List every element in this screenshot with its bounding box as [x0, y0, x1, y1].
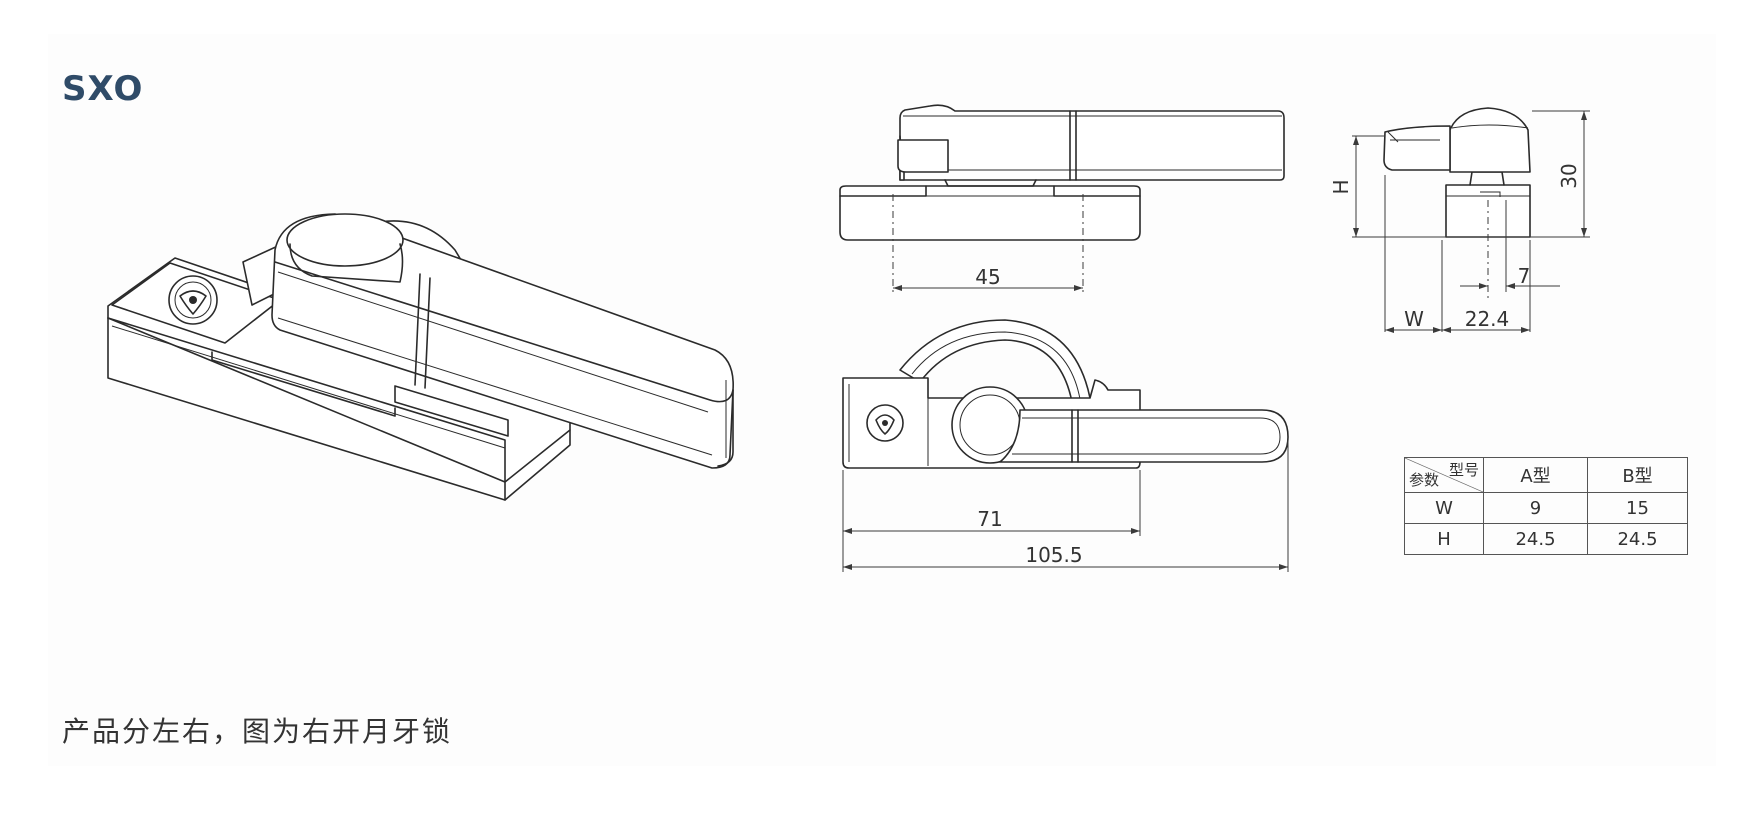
table-corner-cell: 型号 参数: [1404, 457, 1484, 493]
product-model-title: SXO: [62, 69, 144, 109]
brand-logo-top: [866, 404, 904, 442]
side-view: H 30 7 W 22.4: [1329, 107, 1590, 333]
corner-model-label: 型号: [1448, 461, 1479, 479]
header-type-a: A型: [1483, 457, 1588, 493]
dimension-offset: 22.4: [1465, 307, 1510, 331]
header-type-b: B型: [1587, 457, 1688, 493]
row-param-w: W: [1404, 492, 1484, 524]
isometric-view: [107, 213, 734, 501]
cell-h-b: 24.5: [1587, 523, 1688, 555]
table-row: H 24.5 24.5: [1404, 523, 1688, 555]
parameter-table: 型号 参数 A型 B型 W 9 15 H 24.5 24.5: [1404, 457, 1688, 555]
dimension-total-height: 30: [1557, 163, 1581, 188]
corner-param-label: 参数: [1409, 471, 1440, 489]
dimension-side-spacing: 45: [975, 265, 1000, 289]
top-view: 71 105.5: [842, 319, 1289, 572]
table-row: W 9 15: [1404, 492, 1688, 524]
dimension-width-label: W: [1404, 307, 1424, 331]
cell-w-a: 9: [1483, 492, 1588, 524]
dimension-pin: 7: [1518, 264, 1531, 288]
dimension-total-length: 105.5: [1025, 543, 1082, 567]
brand-logo: [168, 275, 218, 325]
front-view: 45: [839, 104, 1285, 292]
cell-w-b: 15: [1587, 492, 1688, 524]
row-param-h: H: [1404, 523, 1484, 555]
product-note: 产品分左右，图为右开月牙锁: [62, 715, 453, 748]
dimension-base-length: 71: [977, 507, 1002, 531]
cell-h-a: 24.5: [1483, 523, 1588, 555]
dimension-height-label: H: [1329, 179, 1353, 194]
